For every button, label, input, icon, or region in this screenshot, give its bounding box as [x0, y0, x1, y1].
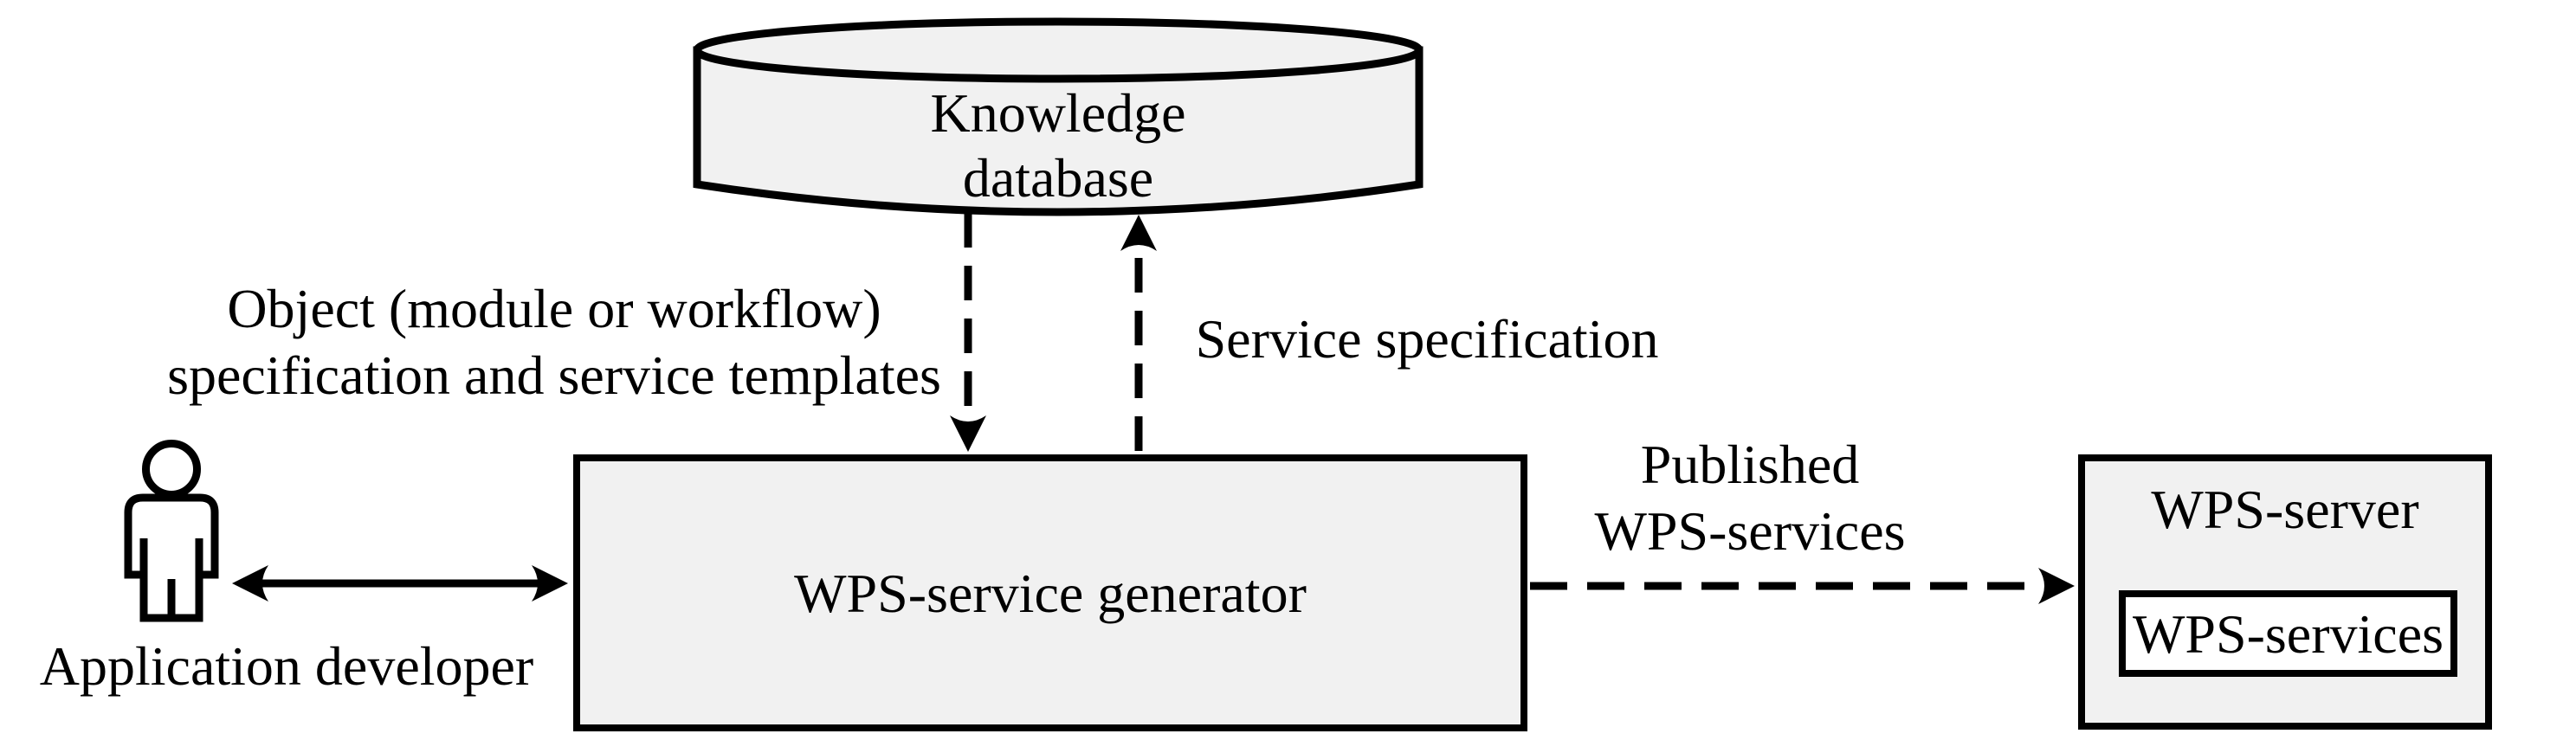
service-spec-edge-label: Service specification: [1195, 308, 1659, 370]
generator-label: WPS-service generator: [794, 562, 1307, 624]
person-icon: [124, 440, 219, 622]
database-label: Knowledge database: [930, 82, 1186, 209]
object-spec-edge-label: Object (module or workflow) specificatio…: [167, 278, 941, 406]
published-services-edge-label: Published WPS-services: [1594, 434, 1906, 562]
service-spec-arrow: [1120, 215, 1157, 455]
database-cylinder-icon: [693, 17, 1424, 216]
services-label: WPS-services: [2132, 602, 2444, 665]
developer-generator-arrow: [232, 565, 568, 602]
services-box: WPS-services: [2119, 590, 2457, 677]
developer-label: Application developer: [39, 635, 534, 697]
server-title: WPS-server: [2151, 479, 2419, 540]
object-spec-arrow: [950, 213, 986, 452]
server-box: WPS-server WPS-services: [2078, 454, 2492, 730]
published-services-arrow: [1530, 568, 2075, 604]
generator-box: WPS-service generator: [573, 454, 1527, 731]
